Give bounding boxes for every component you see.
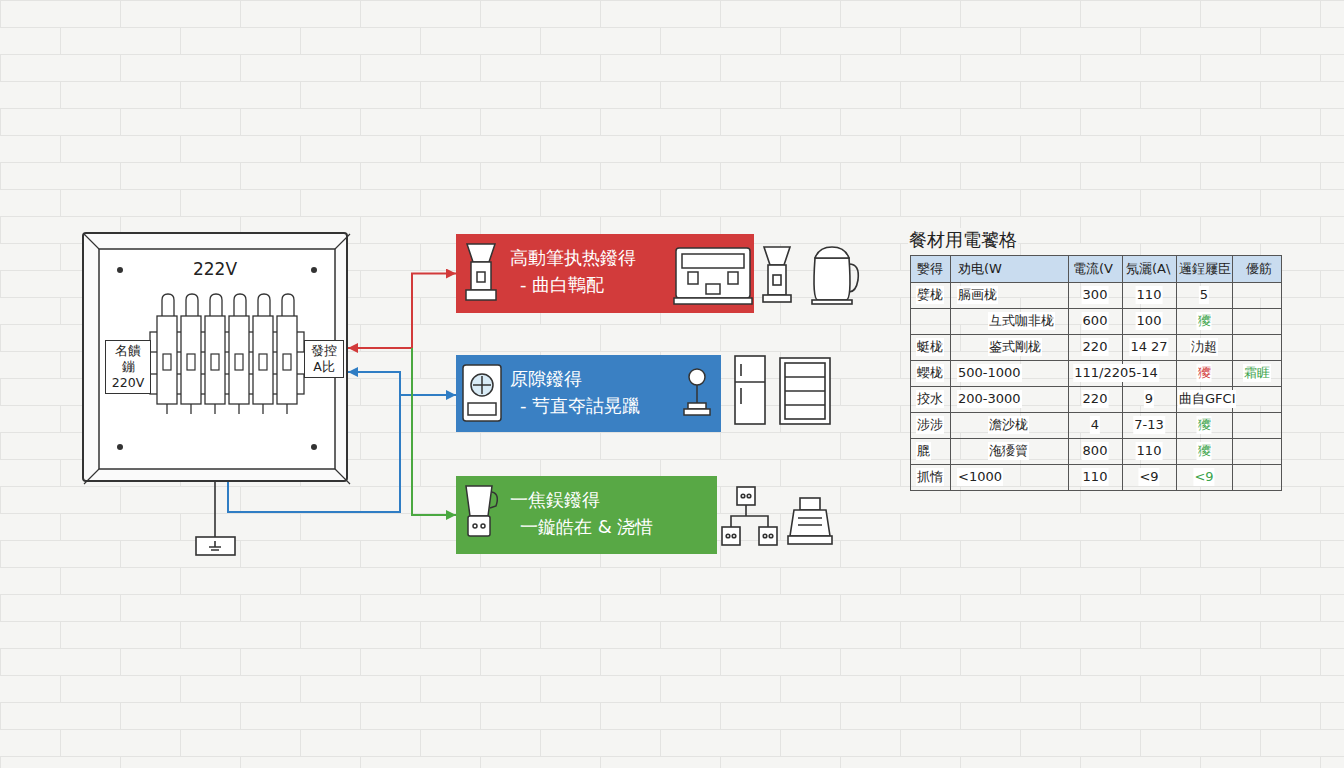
table-cell: 劝电(W [957,260,1003,278]
table-cell: 嬖栊 [916,286,944,304]
table-cell: 200-3000 [957,390,1022,408]
table-cell: 優筋 [1245,260,1273,278]
table-cell: 14 27 [1129,338,1168,356]
table-cell: 獿 [1197,364,1212,382]
circuit-box: 一焦鋘鏺得一鏇皓在 & 浇惜 [456,476,717,554]
table-cell: 膍 [916,442,931,460]
table-cell: <1000 [957,468,1003,486]
table-cell: <9 [1193,468,1214,486]
table-cell: 涉涉 [916,416,944,434]
table-cell: 220 [1082,390,1109,408]
cash-register-icon [788,498,832,544]
connector-arrow [348,274,456,349]
table-cell: 澹沙栊 [988,416,1029,434]
table-cell: 600 [1082,312,1109,330]
breaker-panel: 222V 名饋鏰 220V 發控 A比 [82,232,348,482]
table-cell: 110 [1136,286,1163,304]
table-title: 餐材用電饕格 [908,228,1018,252]
table-cell: 邏鋥屨臣 [1178,260,1232,278]
outlet-icons [722,487,777,545]
table-cell: 曲自GFCI [1178,390,1236,408]
table-cell: 9 [1144,390,1154,408]
table-cell: 電流(V [1072,260,1114,278]
node-text: 發控 A比 [305,341,343,377]
display-cabinet-icon [780,358,830,424]
node-illustration [456,476,717,554]
circuit-box: 原隙鏺得- 䒓直夺詁晃躐 [456,355,721,432]
table-cell: 500-1000 [957,364,1022,382]
table-cell: 7-13 [1133,416,1165,434]
spec-table-grid [910,255,1282,491]
table-cell: 獿 [1197,442,1212,460]
table-cell: 獿 [1197,312,1212,330]
table-cell: 100 [1136,312,1163,330]
table-cell: 鉴式剛栊 [988,338,1042,356]
node-illustration [456,355,721,432]
table-cell: 彑式咖非栊 [988,312,1055,330]
table-cell: 111/2205-14 [1073,364,1159,382]
node-text: - 曲白鷨配 [456,270,754,297]
node-text: 高動筆执热鏺得 [456,234,754,270]
table-cell: 沲獶簤 [988,442,1029,460]
connector-arrow [412,348,456,515]
node-illustration [456,234,754,313]
grinder-icon [763,247,791,302]
panel-label: 發控 A比 [304,340,344,378]
table-cell: 110 [1136,442,1163,460]
table-cell: 220 [1082,338,1109,356]
node-text: - 䒓直夺詁晃躐 [456,391,721,418]
panel-label: 名饋鏰 220V [105,340,151,394]
table-cell: 膈画栊 [957,286,998,304]
table-cell: 抓惰 [916,468,944,486]
table-cell: 110 [1082,468,1109,486]
table-cell: 蠳栊 [916,364,944,382]
node-text: 一焦鋘鏺得 [456,476,717,512]
node-text: 222V [84,258,346,280]
node-text: 名饋鏰 220V [106,341,150,393]
table-cell: 獿 [1197,416,1212,434]
table-cell: 挍水 [916,390,944,408]
table-cell: 5 [1199,286,1209,304]
table-cell: <9 [1138,468,1159,486]
node-text: 原隙鏺得 [456,355,721,391]
table-cell: 蜓栊 [916,338,944,356]
table-cell: 霜睚 [1243,364,1271,382]
table-cell: 800 [1082,442,1109,460]
node-text: 一鏇皓在 & 浇惜 [456,512,717,539]
fridge-icon [735,356,765,424]
table-cell: 4 [1090,416,1100,434]
table-cell: 氖灑(A\ [1125,260,1171,278]
table-cell: 嫛得 [916,260,944,278]
circuit-box: 高動筆执热鏺得- 曲白鷨配 [456,234,754,313]
table-cell: 氻超 [1190,338,1218,356]
connector-arrow [348,372,456,395]
table-cell: 300 [1082,286,1109,304]
kettle-icon [812,247,858,304]
